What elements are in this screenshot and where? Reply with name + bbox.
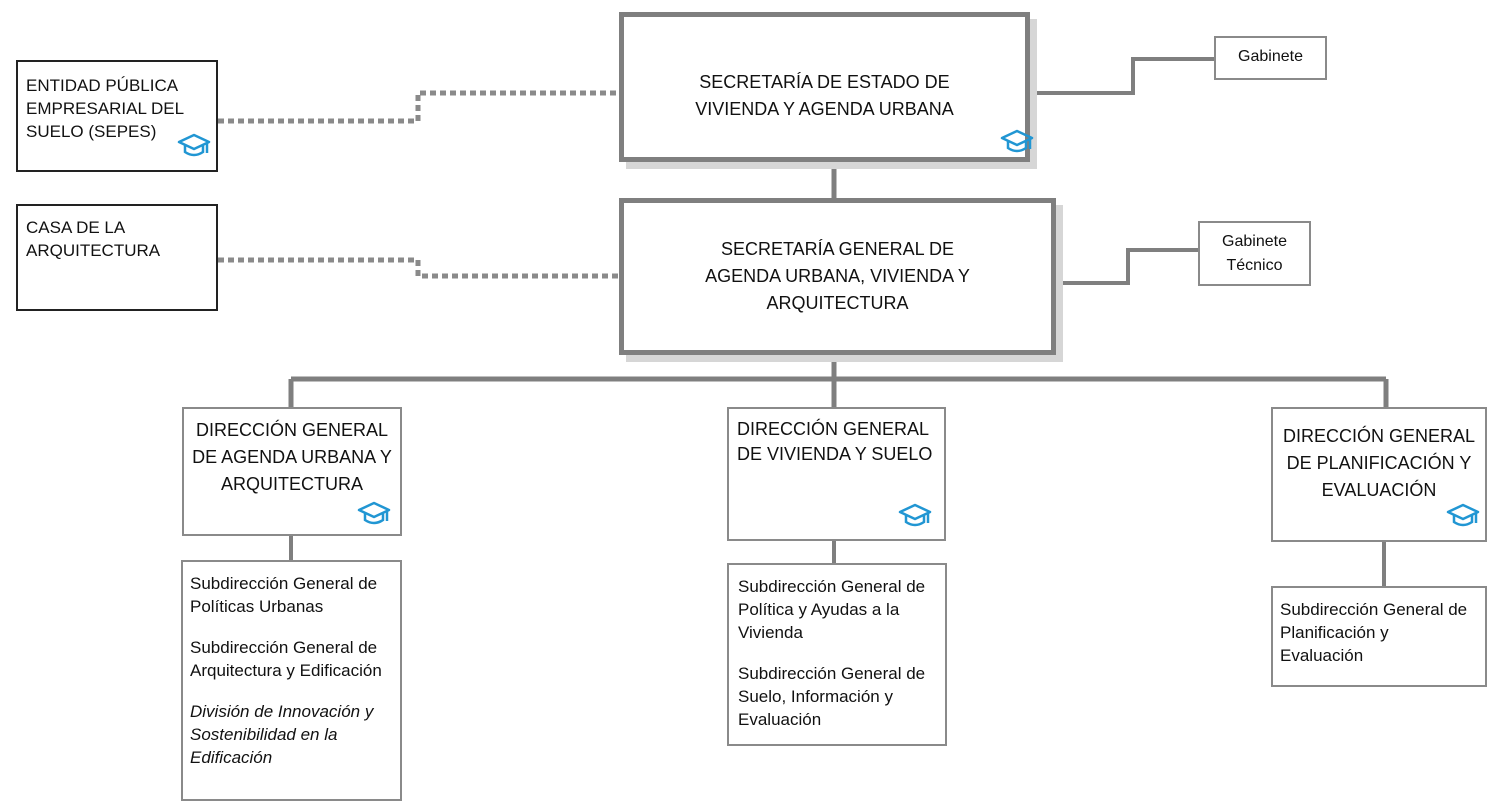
casa-arquitectura-box: CASA DE LA ARQUITECTURA xyxy=(16,204,218,311)
gabinete-tecnico-box: Gabinete Técnico xyxy=(1198,221,1311,286)
secretaria-estado-box: SECRETARÍA DE ESTADO DE VIVIENDA Y AGEND… xyxy=(619,12,1034,162)
subdirecciones-planificacion-box: Subdirección General de Planificación y … xyxy=(1271,586,1487,687)
direccion-agenda-urbana-title: DIRECCIÓN GENERAL DE AGENDA URBANA Y ARQ… xyxy=(192,420,392,494)
sepes-box: ENTIDAD PÚBLICA EMPRESARIAL DEL SUELO (S… xyxy=(16,60,218,172)
subdirecciones-vivienda-suelo-box: Subdirección General de Política y Ayuda… xyxy=(727,563,947,746)
graduation-cap-icon xyxy=(177,133,211,157)
subdireccion-planificacion-evaluacion: Subdirección General de Planificación y … xyxy=(1280,600,1468,665)
gabinete-box: Gabinete xyxy=(1214,36,1327,80)
division-innovacion-sostenibilidad: División de Innovación y Sostenibilidad … xyxy=(190,702,374,767)
graduation-cap-icon xyxy=(357,501,391,525)
direccion-planificacion-title: DIRECCIÓN GENERAL DE PLANIFICACIÓN Y EVA… xyxy=(1282,426,1476,500)
sepes-title: ENTIDAD PÚBLICA EMPRESARIAL DEL SUELO (S… xyxy=(26,76,185,141)
subdireccion-suelo-informacion: Subdirección General de Suelo, Informaci… xyxy=(738,664,926,729)
graduation-cap-icon xyxy=(1000,129,1034,153)
graduation-cap-icon xyxy=(1446,503,1480,527)
graduation-cap-icon xyxy=(898,503,932,527)
gabinete-tecnico-label: Gabinete Técnico xyxy=(1222,233,1287,274)
direccion-agenda-urbana-box: DIRECCIÓN GENERAL DE AGENDA URBANA Y ARQ… xyxy=(182,407,402,536)
subdireccion-politicas-urbanas: Subdirección General de Políticas Urbana… xyxy=(190,574,378,616)
gabinete-label: Gabinete xyxy=(1238,48,1303,65)
subdirecciones-agenda-urbana-box: Subdirección General de Políticas Urbana… xyxy=(181,560,402,801)
dotted-link-sepes xyxy=(218,90,626,124)
direccion-vivienda-suelo-box: DIRECCIÓN GENERAL DE VIVIENDA Y SUELO xyxy=(727,407,946,541)
link-gabinete xyxy=(1030,57,1214,95)
dotted-link-casa xyxy=(218,257,626,279)
subdireccion-politica-ayudas-vivienda: Subdirección General de Política y Ayuda… xyxy=(738,577,926,642)
direccion-planificacion-box: DIRECCIÓN GENERAL DE PLANIFICACIÓN Y EVA… xyxy=(1271,407,1487,542)
secretaria-general-box: SECRETARÍA GENERAL DE AGENDA URBANA, VIV… xyxy=(619,198,1056,355)
subdireccion-arquitectura-edificacion: Subdirección General de Arquitectura y E… xyxy=(190,638,382,680)
secretaria-general-title: SECRETARÍA GENERAL DE AGENDA URBANA, VIV… xyxy=(705,239,970,313)
link-gabinete-tecnico xyxy=(1056,248,1198,285)
direccion-vivienda-suelo-title: DIRECCIÓN GENERAL DE VIVIENDA Y SUELO xyxy=(737,419,933,464)
secretaria-estado-title: SECRETARÍA DE ESTADO DE VIVIENDA Y AGEND… xyxy=(695,72,954,119)
casa-arquitectura-title: CASA DE LA ARQUITECTURA xyxy=(26,218,161,260)
